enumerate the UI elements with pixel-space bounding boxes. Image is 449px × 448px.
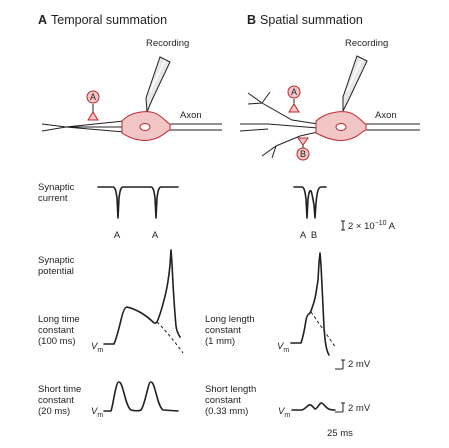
recording-electrode-b bbox=[342, 55, 368, 112]
time-scale-label: 25 ms bbox=[327, 428, 353, 439]
current-scale-bar bbox=[341, 220, 345, 231]
vm-label-short-time: Vm bbox=[91, 406, 103, 419]
nucleus-b bbox=[335, 123, 347, 131]
current-trace-a bbox=[97, 186, 179, 219]
dendrite-b-lower bbox=[261, 131, 319, 157]
recording-label-a: Recording bbox=[146, 38, 189, 49]
synapse-b-a-label: A bbox=[291, 87, 297, 97]
potential-trace-long-length bbox=[290, 252, 330, 356]
row-label-short-length-constant: Short length constant (0.33 mm) bbox=[205, 384, 259, 417]
nucleus-a bbox=[139, 123, 151, 131]
potential-trace-short-time bbox=[103, 381, 179, 412]
vm-label-long-time: Vm bbox=[91, 341, 103, 354]
dendrite-b-middle bbox=[239, 123, 319, 132]
synapse-a: A bbox=[86, 90, 100, 121]
dendrite-b-upper bbox=[247, 92, 319, 125]
axon-b bbox=[366, 123, 420, 131]
current-scale-label: 2 × 10−10 A bbox=[348, 220, 396, 232]
row-label-synaptic-potential: Synaptic potential bbox=[38, 255, 77, 277]
neuron-diagram-b: Recording A B Axon bbox=[239, 38, 420, 161]
current-label-a2: A bbox=[152, 230, 159, 241]
vm-label-short-length: Vm bbox=[278, 406, 290, 419]
current-label-a1: A bbox=[114, 230, 121, 241]
potential-trace-short-length bbox=[291, 402, 336, 411]
synapse-b-b: B bbox=[296, 137, 310, 161]
recording-electrode-a bbox=[145, 56, 171, 113]
decay-extrapolation-long-length bbox=[310, 311, 337, 349]
axon-a bbox=[168, 123, 222, 131]
voltage-scale-bar-1 bbox=[335, 359, 345, 370]
voltage-scale-label-1: 2 mV bbox=[348, 359, 371, 370]
row-label-synaptic-current: Synaptic current bbox=[38, 182, 77, 204]
axon-label-b: Axon bbox=[375, 110, 397, 121]
row-label-short-time-constant: Short time constant (20 ms) bbox=[38, 384, 84, 417]
synapse-a-label: A bbox=[90, 92, 96, 102]
decay-extrapolation-long-time bbox=[156, 321, 184, 354]
synapse-b-b-label: B bbox=[300, 149, 306, 159]
current-label-b2: B bbox=[311, 230, 317, 241]
voltage-scale-label-2: 2 mV bbox=[348, 403, 371, 414]
synapse-b-a: A bbox=[287, 85, 301, 113]
neuron-diagram-a: Recording A Axon bbox=[41, 38, 222, 141]
current-label-b1: A bbox=[300, 230, 307, 241]
current-trace-b bbox=[293, 186, 327, 219]
row-label-long-time-constant: Long time constant (100 ms) bbox=[38, 314, 82, 347]
vm-label-long-length: Vm bbox=[277, 341, 289, 354]
row-label-long-length-constant: Long length constant (1 mm) bbox=[205, 314, 257, 347]
potential-trace-long-time bbox=[103, 249, 181, 345]
axon-label-a: Axon bbox=[180, 110, 202, 121]
voltage-scale-bar-2 bbox=[335, 402, 345, 413]
recording-label-b: Recording bbox=[345, 38, 388, 49]
dendrite-a bbox=[41, 123, 126, 132]
